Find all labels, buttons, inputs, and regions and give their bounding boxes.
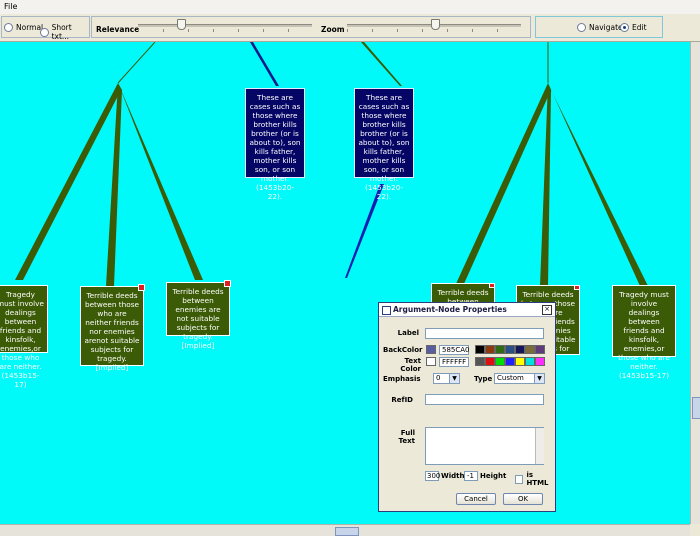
connector-wedge (106, 83, 122, 286)
flag-icon (138, 284, 145, 291)
flag-icon (489, 284, 494, 288)
emphasis-combo[interactable]: 0▼ (433, 373, 460, 384)
argument-node-green[interactable]: Terrible deeds between those who are nei… (80, 284, 145, 372)
is-html-checkbox[interactable]: is HTML (515, 471, 555, 487)
argument-node-green[interactable]: Tragedy must involve dealings between fr… (612, 285, 676, 380)
dialog-title-bar[interactable]: Argument-Node Properties × (379, 303, 555, 317)
label-input[interactable] (425, 328, 544, 339)
checkbox-icon (515, 474, 524, 484)
connector-line (117, 42, 156, 84)
slider-group: Relevance Zoom (91, 16, 531, 38)
argument-map-canvas[interactable]: These are cases such as those where brot… (0, 42, 690, 524)
relevance-label: Relevance (96, 25, 140, 34)
close-icon[interactable]: × (542, 305, 552, 315)
connector-wedge (15, 83, 121, 280)
scroll-thumb[interactable] (692, 397, 700, 419)
mode-group: Navigate Edit (535, 16, 663, 38)
argument-node-green[interactable]: Tragedy must involve dealings between fr… (0, 285, 48, 389)
palette-swatch[interactable] (505, 357, 515, 366)
cancel-button[interactable]: Cancel (456, 493, 496, 505)
palette-swatch[interactable] (525, 345, 535, 354)
relevance-slider[interactable] (138, 19, 312, 33)
relevance-thumb[interactable] (177, 19, 186, 30)
text-color-swatch[interactable] (426, 357, 436, 366)
argument-node-blue[interactable]: These are cases such as those where brot… (354, 88, 414, 201)
palette-swatch[interactable] (475, 357, 485, 366)
palette-swatch[interactable] (485, 357, 495, 366)
argument-node-blue[interactable]: These are cases such as those where brot… (245, 88, 305, 201)
flag-icon (224, 280, 231, 287)
palette-swatch[interactable] (495, 345, 505, 354)
navigate-radio[interactable]: Navigate (577, 23, 623, 32)
argument-node-green[interactable]: Terrible deeds between enemies are not s… (166, 280, 231, 350)
palette-swatch[interactable] (515, 345, 525, 354)
connector-wedge (345, 184, 384, 278)
palette-swatch[interactable] (535, 345, 545, 354)
palette-swatch[interactable] (475, 345, 485, 354)
radio-icon (577, 23, 586, 32)
radio-icon (40, 27, 49, 37)
connector-lines (15, 42, 648, 286)
refid-input[interactable] (425, 394, 544, 405)
scroll-thumb[interactable] (335, 527, 359, 536)
back-color-label: BackColor (383, 346, 423, 354)
short-text-radio[interactable]: Short txt... (40, 23, 89, 41)
radio-selected-icon (620, 23, 629, 32)
connector-wedge (250, 42, 279, 86)
zoom-label: Zoom (321, 25, 345, 34)
palette-swatch[interactable] (535, 357, 545, 366)
connector-wedge (455, 83, 551, 286)
palette-swatch[interactable] (485, 345, 495, 354)
full-text-label: Full Text (398, 429, 415, 445)
connector-wedge (361, 42, 402, 86)
dialog-title: Argument-Node Properties (393, 305, 507, 314)
text-color-hex[interactable]: FFFFFF (439, 357, 469, 367)
palette-swatch[interactable] (515, 357, 525, 366)
normal-radio[interactable]: Normal (4, 23, 43, 32)
width-input[interactable]: 300 (425, 471, 441, 481)
zoom-slider[interactable] (347, 19, 521, 33)
connector-wedge (118, 83, 203, 280)
chevron-down-icon: ▼ (449, 374, 459, 383)
back-color-swatch[interactable] (426, 345, 436, 354)
flag-icon (574, 286, 579, 290)
type-combo[interactable]: Custom▼ (494, 373, 545, 384)
palette-swatch[interactable] (495, 357, 505, 366)
palette-swatch[interactable] (505, 345, 515, 354)
horizontal-scrollbar[interactable] (0, 524, 690, 536)
height-input[interactable]: -1 (464, 471, 478, 481)
connector-wedge (540, 83, 551, 286)
toolbar: Normal Short txt... Relevance Zoom Navig… (0, 14, 700, 42)
file-menu[interactable]: File (4, 2, 18, 11)
window-icon (382, 306, 391, 315)
view-mode-group: Normal Short txt... (1, 16, 90, 41)
ok-button[interactable]: OK (503, 493, 543, 505)
height-label: Height (480, 472, 507, 480)
refid-label: RefID (391, 396, 413, 404)
menu-bar: File (0, 0, 700, 15)
zoom-thumb[interactable] (431, 19, 440, 30)
type-label: Type (474, 375, 493, 383)
width-label: Width (441, 472, 465, 480)
vertical-scrollbar[interactable] (690, 42, 700, 524)
node-properties-dialog: Argument-Node Properties × Label BackCol… (378, 302, 556, 512)
emphasis-label: Emphasis (383, 375, 421, 383)
label-field-label: Label (397, 329, 419, 337)
edit-radio[interactable]: Edit (620, 23, 647, 32)
text-color-label: Text Color (400, 357, 421, 373)
full-text-scrollbar[interactable] (535, 428, 544, 464)
back-color-hex[interactable]: 585CA0 (439, 345, 470, 355)
connector-wedge (548, 83, 648, 286)
radio-icon (4, 23, 13, 32)
palette-swatch[interactable] (525, 357, 535, 366)
chevron-down-icon: ▼ (534, 374, 544, 383)
full-text-area[interactable] (425, 427, 544, 465)
